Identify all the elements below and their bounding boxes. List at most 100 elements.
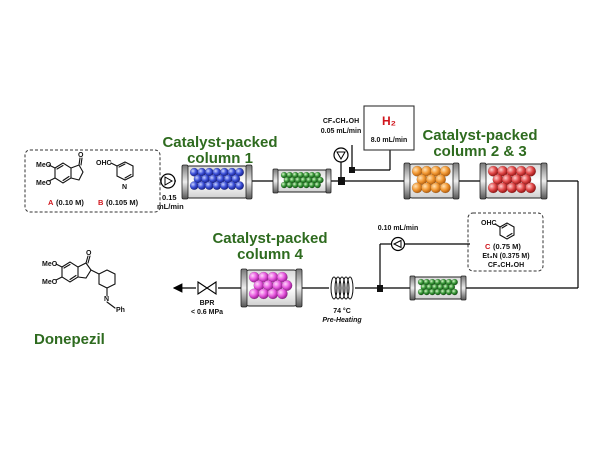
compound-b-label: B (98, 198, 104, 207)
catalyst-bead (276, 288, 288, 300)
catalyst-bead (428, 288, 436, 296)
compound-c-label: C (485, 242, 491, 251)
reactant-box-border (24, 149, 161, 213)
catalyst-bead (525, 165, 536, 177)
catalyst-bead (525, 182, 536, 194)
catalyst-bead (276, 271, 288, 283)
compound-b-ring-n: N (122, 184, 127, 191)
reagent-c-pump-icon[interactable] (390, 236, 406, 252)
catalyst-bead (451, 288, 458, 296)
column23-title-line2: column 2 & 3 (433, 143, 526, 160)
column2 (403, 162, 460, 200)
catalyst-bead (430, 182, 442, 194)
catalyst-bead (417, 288, 425, 296)
column-small-top-right-cap (325, 168, 332, 194)
catalyst-bead (487, 182, 499, 194)
donepezil-amine-n: N (104, 296, 109, 303)
column-small-top-left-cap (272, 168, 279, 194)
column4-title-line2: column 4 (237, 246, 304, 263)
catalyst-bead (520, 174, 532, 185)
catalyst-bead (281, 280, 293, 291)
column3-beads (487, 165, 536, 194)
catalyst-bead (189, 181, 199, 191)
reagent-c-box-border (467, 212, 544, 272)
column3-right-cap (540, 162, 548, 200)
compound-b-aldehyde: OHC (96, 160, 112, 167)
catalyst-bead (434, 288, 442, 296)
compound-c-base: Et₃N (0.375 M) (482, 253, 529, 260)
bpr-label: BPR (200, 300, 215, 307)
reagent-c-box: OHC C (0.75 M) Et₃N (0.375 M) CF₃CH₂OH (467, 212, 544, 272)
compound-a-methoxy-1: MeO (36, 162, 52, 169)
catalyst-bead (440, 288, 447, 296)
reactant-box: MeO MeO O A (0.10 M) OHC N B (0.105 M) (24, 149, 161, 213)
compound-b-structure: OHC N (96, 160, 134, 191)
catalyst-bead (235, 181, 245, 191)
mixer-tee-2 (349, 167, 355, 173)
solvent-feed-solvent: CF₃CH₂OH (323, 118, 359, 125)
column1-right-cap (245, 164, 253, 200)
hydrogen-supply: H₂ 8.0 mL/min (363, 105, 415, 151)
catalyst-bead (314, 171, 321, 179)
main-pump-flow-value: 0.15 (162, 193, 177, 202)
column4-right-cap (295, 268, 303, 308)
hydrogen-box (363, 105, 415, 151)
catalyst-bead (497, 182, 508, 194)
catalyst-bead (439, 182, 451, 194)
column2-right-cap (452, 162, 460, 200)
hydrogen-flow: 8.0 mL/min (371, 137, 408, 144)
catalyst-bead (445, 288, 453, 296)
catalyst-bead (231, 174, 241, 184)
column23-title-line1: Catalyst-packed (422, 127, 537, 144)
column-small-top-beads (280, 171, 324, 189)
catalyst-bead (235, 167, 245, 177)
donepezil-structure: MeO MeO O N Ph (42, 250, 125, 314)
catalyst-bead (303, 181, 310, 189)
column4-title-line1: Catalyst-packed (212, 230, 327, 247)
catalyst-bead (515, 182, 527, 194)
catalyst-bead (439, 165, 451, 177)
reagent-c-flow: 0.10 mL/min (378, 225, 418, 232)
catalyst-bead (423, 288, 431, 296)
column2-beads (411, 165, 451, 194)
mixer-tee-1 (338, 177, 345, 185)
catalyst-bead (204, 181, 214, 191)
catalyst-bead (451, 278, 458, 286)
catalyst-bead (267, 288, 279, 300)
column3-left-cap (479, 162, 487, 200)
catalyst-bead (280, 181, 288, 189)
catalyst-bead (286, 181, 294, 189)
catalyst-bead (297, 181, 305, 189)
bpr-pressure: < 0.6 MPa (191, 309, 223, 316)
solvent-feed-flow: 0.05 mL/min (321, 128, 361, 135)
main-pump-icon[interactable] (160, 173, 176, 189)
main-pump-flow-unit: mL/min (157, 202, 184, 211)
catalyst-bead (448, 283, 456, 291)
donepezil-benzyl: Ph (116, 307, 125, 314)
preheating-coil (330, 276, 354, 300)
catalyst-bead (227, 181, 237, 191)
column4-beads (248, 271, 293, 300)
catalyst-bead (248, 288, 260, 300)
compound-c-conc: (0.75 M) (493, 242, 521, 251)
compound-a-label: A (48, 198, 54, 207)
column2-left-cap (403, 162, 411, 200)
donepezil-methoxy-1: MeO (42, 261, 58, 268)
preheat-label: Pre-Heating (322, 317, 362, 324)
compound-a-conc: (0.10 M) (56, 198, 84, 207)
catalyst-bead (308, 181, 316, 189)
catalyst-bead (435, 174, 446, 185)
compound-c-structure: OHC (481, 220, 515, 240)
donepezil-methoxy-2: MeO (42, 279, 58, 286)
catalyst-bead (506, 182, 518, 194)
column4 (240, 268, 303, 308)
column-small-bottom (409, 275, 467, 301)
compound-a-methoxy-2: MeO (36, 180, 52, 187)
hydrogen-label: H₂ (382, 114, 396, 128)
solvent-pump-icon[interactable] (333, 147, 349, 163)
bpr-valve-icon[interactable] (197, 280, 217, 296)
compound-a-structure: MeO MeO O (36, 152, 84, 187)
column-small-top (272, 168, 332, 194)
catalyst-bead (317, 176, 324, 184)
